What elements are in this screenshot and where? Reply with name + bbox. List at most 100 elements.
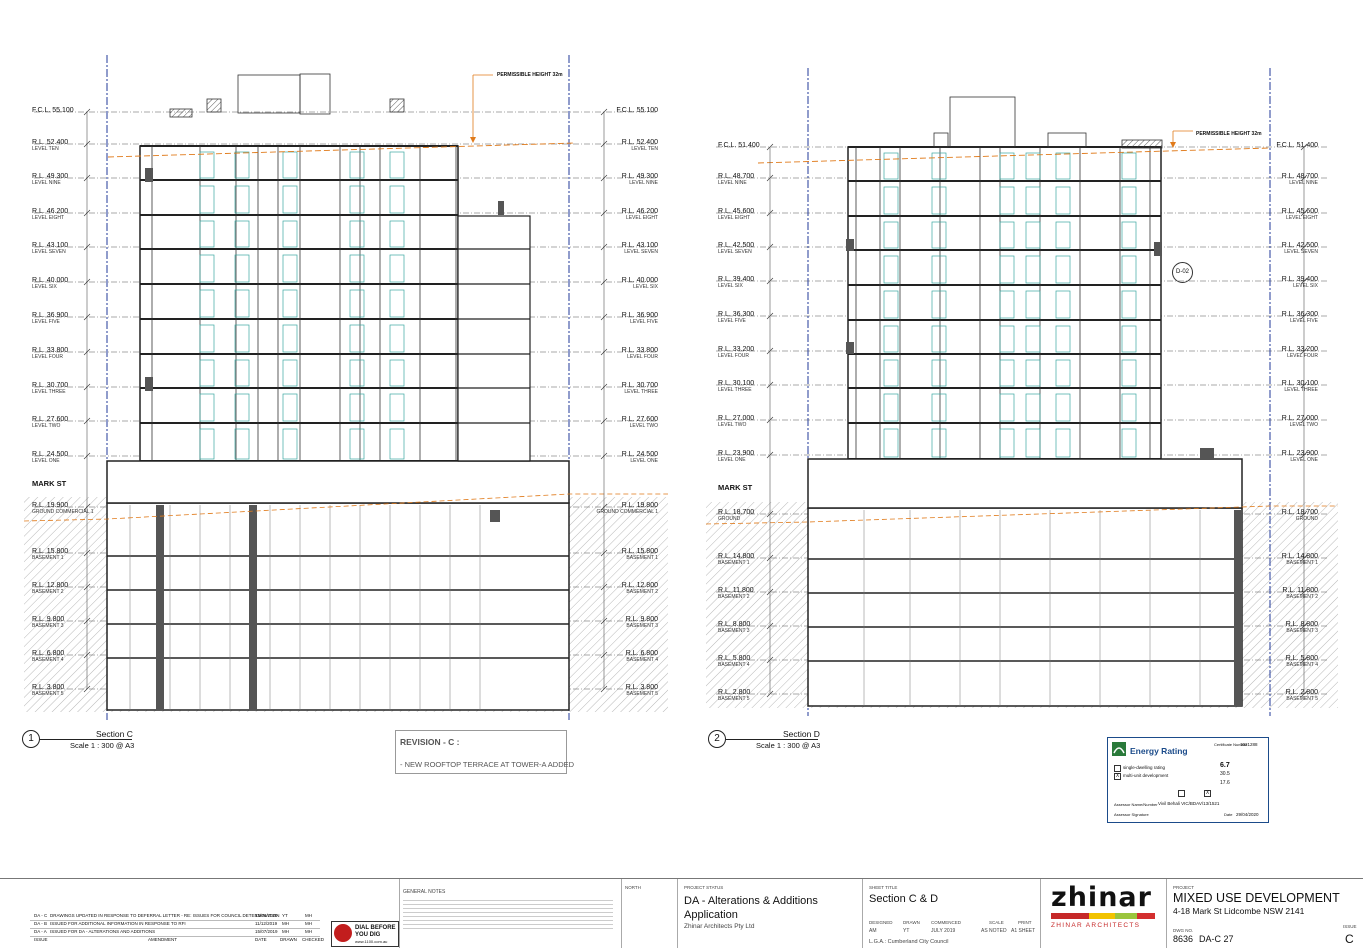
rev-header-date: DATE bbox=[255, 937, 267, 942]
section-d-left-level-rl: R.L. 5.800 bbox=[718, 655, 751, 662]
section-d-right-level-name: LEVEL FIVE bbox=[1290, 318, 1318, 324]
section-d-right-level-name: BASEMENT 4 bbox=[1286, 662, 1318, 668]
section-d-left-level-name: LEVEL EIGHT bbox=[718, 215, 751, 221]
section-c-left-level-rl: R.L. 52.400 bbox=[32, 139, 69, 146]
energy-cooling: 17.6 bbox=[1220, 780, 1230, 786]
energy-certificate: 1021288 bbox=[1240, 742, 1258, 747]
section-c-left-level-name: LEVEL SIX bbox=[32, 284, 57, 290]
section-d-right-level-name: LEVEL EIGHT bbox=[1285, 215, 1318, 221]
section-d-left-level-name: BASEMENT 3 bbox=[718, 628, 750, 634]
section-d-right-level-name: BASEMENT 3 bbox=[1286, 628, 1318, 634]
section-c-right-level-name: BASEMENT 2 bbox=[626, 589, 658, 595]
section-d-right-level-rl: R.L. 2.800 bbox=[1285, 689, 1318, 696]
section-c-left-level-rl: R.L. 12.800 bbox=[32, 582, 69, 589]
section-d-left-level-name: BASEMENT 4 bbox=[718, 662, 750, 668]
print-label: PRINT bbox=[1018, 920, 1032, 925]
single-dwelling-label: single-dwelling rating bbox=[1123, 765, 1166, 770]
section-c-right-level-rl: R.L. 27.600 bbox=[621, 416, 658, 423]
section-d-right-level-rl: R.L. 30.100 bbox=[1281, 380, 1318, 387]
section-c-left-level-name: GROUND COMMERCIAL 1 bbox=[32, 509, 94, 515]
section-c-scale: Scale 1 : 300 @ A3 bbox=[70, 741, 135, 750]
section-c-right-level-name: LEVEL TWO bbox=[629, 423, 658, 429]
energy-title: Energy Rating bbox=[1130, 746, 1188, 756]
revision-checked: MH bbox=[305, 921, 312, 926]
scale-label: SCALE bbox=[989, 920, 1004, 925]
project-address: 4-18 Mark St Lidcombe NSW 2141 bbox=[1173, 906, 1305, 916]
section-d-left-level-name: LEVEL SEVEN bbox=[718, 249, 752, 255]
project-status: DA - Alterations & Additions Application bbox=[684, 895, 818, 921]
section-c-right-level-name: LEVEL FIVE bbox=[630, 319, 658, 325]
section-d-left-level-name: LEVEL TWO bbox=[718, 422, 747, 428]
section-c-drawing bbox=[23, 55, 668, 720]
section-c-right-level-name: LEVEL FOUR bbox=[627, 354, 658, 360]
section-c-right-level-name: GROUND COMMERCIAL 1 bbox=[596, 509, 659, 515]
job-number: 8636 bbox=[1173, 934, 1194, 944]
section-d-right-level-name: GROUND bbox=[1295, 516, 1318, 522]
section-c-left-level-rl: R.L. 19.900 bbox=[32, 502, 69, 509]
section-d-left-level-name: BASEMENT 2 bbox=[718, 594, 750, 600]
section-c-right-level-rl: R.L. 12.800 bbox=[621, 582, 658, 589]
section-drawings bbox=[23, 55, 1338, 720]
commenced-value: JULY 2019 bbox=[931, 928, 956, 934]
section-d-left-level-rl: R.L. 39.400 bbox=[718, 276, 755, 283]
revision-note-title: REVISION - C : bbox=[400, 737, 460, 747]
section-c-left-level-rl: R.L. 46.200 bbox=[32, 208, 69, 215]
project-status-label: PROJECT STATUS bbox=[684, 885, 724, 890]
section-c-permissible-height: PERMISSIBLE HEIGHT 32m bbox=[497, 72, 563, 78]
section-d-title-rule bbox=[726, 739, 818, 740]
section-c-left-level-name: LEVEL THREE bbox=[32, 389, 66, 395]
multi-unit-checkbox: X bbox=[1114, 773, 1121, 780]
commenced-label: COMMENCED bbox=[931, 920, 961, 925]
section-d-right-level-0: F.C.L. 51.400 bbox=[1276, 142, 1318, 149]
section-d-right-level-name: BASEMENT 2 bbox=[1286, 594, 1318, 600]
single-dwelling-checkbox bbox=[1114, 765, 1121, 772]
section-d-right-level-rl: R.L. 18.700 bbox=[1281, 509, 1318, 516]
section-c-right-level-name: LEVEL EIGHT bbox=[625, 215, 658, 221]
section-c-right-level-rl: R.L. 6.800 bbox=[625, 650, 658, 657]
section-d-right-level-rl: R.L. 5.800 bbox=[1285, 655, 1318, 662]
project-label: PROJECT bbox=[1173, 885, 1195, 890]
project-cell: PROJECT MIXED USE DEVELOPMENT 4-18 Mark … bbox=[1166, 879, 1363, 948]
lga: L.G.A.: Cumberland City Council bbox=[869, 939, 949, 945]
section-c-left-level-name: LEVEL NINE bbox=[32, 180, 61, 186]
section-c-right-level-name: BASEMENT 5 bbox=[626, 691, 658, 697]
section-d-left-level-name: BASEMENT 5 bbox=[718, 696, 750, 702]
section-d-left-level-rl: R.L. 14.800 bbox=[718, 553, 755, 560]
logo-color-bar bbox=[1051, 913, 1155, 919]
section-c-right-level-name: LEVEL SEVEN bbox=[624, 249, 658, 255]
zhinar-logo-subtitle: ZHINAR ARCHITECTS bbox=[1051, 922, 1141, 929]
section-c-left-level-rl: R.L. 15.800 bbox=[32, 548, 69, 555]
section-d-title: Section D bbox=[783, 729, 820, 739]
general-notes-title: GENERAL NOTES bbox=[403, 889, 446, 895]
assessor-name: Vivil Behali VIC/BDAV/13/1521 bbox=[1158, 801, 1220, 806]
section-d-scale: Scale 1 : 300 @ A3 bbox=[756, 741, 821, 750]
section-c-right-level-rl: R.L. 30.700 bbox=[621, 382, 658, 389]
dial-text: DIAL BEFORE YOU DIG bbox=[355, 925, 396, 938]
north-label: NORTH bbox=[625, 885, 641, 890]
section-d-right-level-rl: R.L. 45.600 bbox=[1281, 208, 1318, 215]
section-d-left-level-rl: R.L. 27.000 bbox=[718, 415, 755, 422]
section-d-right-level-rl: R.L. 27.000 bbox=[1281, 415, 1318, 422]
revision-amendment: DRAWINGS UPDATED IN RESPONSE TO DEFERRAL… bbox=[50, 913, 280, 918]
